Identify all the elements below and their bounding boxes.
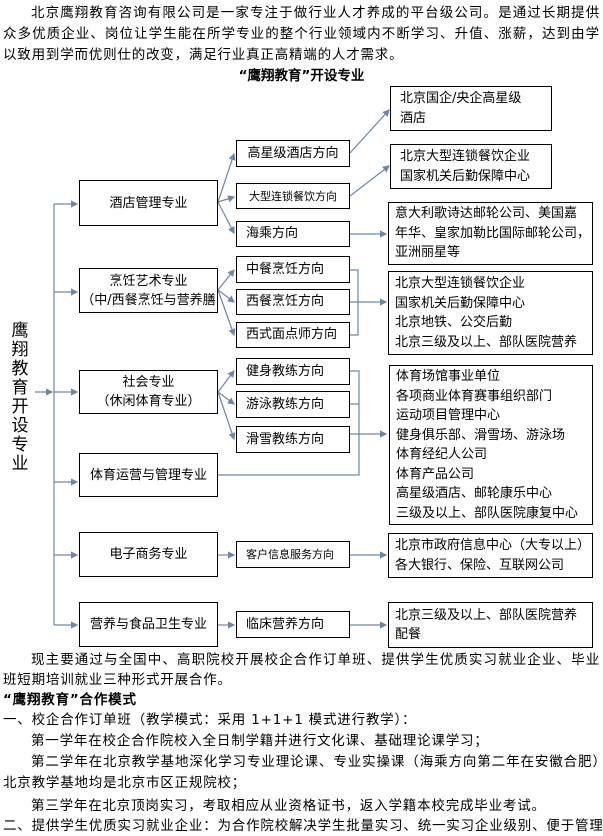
employer-line: 年华、皇家加勒比国际邮轮公司，	[395, 225, 591, 241]
major-label: 电子商务专业	[109, 547, 188, 562]
employer-box: 北京大型连锁餐饮企业国家机关后勤保障中心北京地铁、公交后勤北京三级及以上、部队医…	[388, 271, 593, 355]
major-e-commerce: 电子商务专业	[79, 532, 218, 577]
major-label: 体育运营与管理专业	[89, 467, 207, 483]
direction-box: 滑雪教练方向	[236, 426, 350, 453]
diagram-title: “鹰翔教育”开设专业	[238, 68, 365, 84]
major-sports-management: 体育运营与管理专业	[79, 453, 218, 497]
major-hotel-management: 酒店管理专业	[79, 180, 218, 226]
direction-box: 海乘方向	[236, 221, 350, 247]
employer-line: 配餐	[395, 627, 422, 642]
employer-line: 意大利歌诗达邮轮公司、美国嘉	[395, 206, 578, 222]
diagram-connectors	[35, 109, 390, 629]
major-label: 烹饪艺术专业	[109, 273, 188, 289]
item-1: 一、校企合作订单班（教学模式：采用 1+1+1 模式进行教学）：	[3, 712, 417, 728]
cooperation-heading: “鹰翔教育”合作模式	[3, 692, 137, 708]
direction-box: 西式面点师方向	[236, 322, 350, 348]
employer-line: 北京大型连锁餐饮企业	[395, 276, 526, 291]
direction-box: 健身教练方向	[236, 358, 350, 385]
employer-line: 国家机关后勤保障中心	[395, 295, 526, 311]
major-culinary-arts: 烹饪艺术专业 （中/西餐烹饪与营养膳	[79, 268, 218, 313]
employer-line: 北京国企/央企高星级	[400, 91, 522, 106]
employer-box: 北京大型连锁餐饮企业国家机关后勤保障中心	[390, 144, 552, 189]
direction-box: 临床营养方向	[236, 611, 350, 638]
employer-box: 北京市政府信息中心（大专以上） 各大银行、保险、互联网公司	[388, 533, 593, 578]
employer-line: 各项商业体育赛事组织部门	[396, 388, 553, 404]
employer-line: 体育产品公司	[396, 466, 475, 482]
direction-box: 客户信息服务方向	[236, 541, 350, 568]
employer-line: 北京三级及以上、部队医院营养	[395, 334, 578, 350]
cooperation-paragraph: 现主要通过与全国中、高职院校开展校企合作订单班、提供学生优质实习就业企业、毕业班…	[3, 652, 600, 688]
employer-line: 北京大型连锁餐饮企业	[400, 149, 531, 164]
direction-box: 西餐烹饪方向	[236, 289, 350, 315]
employer-box: 意大利歌诗达邮轮公司、美国嘉年华、皇家加勒比国际邮轮公司， 亚洲丽星等	[388, 202, 593, 265]
employer-line: 国家机关后勤保障中心	[400, 168, 531, 184]
employer-box: 北京三级及以上、部队医院营养配餐	[388, 602, 593, 648]
intro-paragraph: 北京鹰翔教育咨询有限公司是一家专注于做行业人才养成的平台级公司。是通过长期提供众…	[3, 5, 600, 63]
employer-box: 体育场馆事业单位各项商业体育赛事组织部门运动项目管理中心健身俱乐部、滑雪场、游泳…	[389, 365, 593, 525]
employer-line: 各大银行、保险、互联网公司	[395, 557, 565, 573]
employer-line: 体育经纪人公司	[396, 447, 488, 462]
direction-box: 大型连锁餐饮方向	[236, 183, 350, 209]
year-2-text: 第二学年在北京教学基地深化学习专业理论课、专业实操课（海乘方向第二年在安徽合肥）…	[3, 754, 600, 791]
direction-box: 中餐烹饪方向	[236, 256, 350, 283]
major-nutrition-food-hygiene: 营养与食品卫生专业	[79, 602, 218, 647]
major-label: 营养与食品卫生专业	[89, 617, 207, 632]
year-1-text: 第一学年在校企合作院校入全日制学籍并进行文化课、基础理论课学习；	[31, 733, 489, 749]
employer-line: 北京市政府信息中心（大专以上）	[395, 538, 591, 553]
employer-line: 体育场馆事业单位	[396, 369, 501, 384]
major-sublabel: （中/西餐烹饪与营养膳	[81, 292, 216, 308]
major-label: 社会专业	[122, 375, 175, 390]
employer-line: 北京地铁、公交后勤	[395, 315, 513, 330]
root-label: 鹰翔教育开设专业	[11, 321, 29, 474]
major-social-sports: 社会专业 （休闲体育专业）	[79, 370, 218, 414]
employer-line: 亚洲丽星等	[395, 245, 461, 261]
employer-line: 三级及以上、部队医院康复中心	[396, 505, 579, 521]
item-2: 二、提供学生优质实习就业企业：为合作院校解决学生批量实习、统一实习企业级别、便于…	[3, 818, 603, 834]
major-label: 酒店管理专业	[109, 195, 188, 211]
employer-line: 北京三级及以上、部队医院营养	[395, 607, 578, 623]
major-sublabel: （休闲体育专业）	[96, 394, 201, 409]
employer-line: 高星级酒店、邮轮康乐中心	[396, 486, 553, 501]
employer-line: 健身俱乐部、滑雪场、游泳场	[396, 427, 566, 443]
employer-box: 北京国企/央企高星级酒店	[390, 86, 552, 131]
direction-box: 游泳教练方向	[236, 391, 350, 418]
employer-line: 运动项目管理中心	[396, 408, 501, 423]
employer-line: 酒店	[400, 110, 427, 126]
year-3-text: 第三学年在北京顶岗实习，考取相应从业资格证书，返入学籍本校完成毕业考试。	[31, 798, 546, 814]
direction-box: 高星级酒店方向	[236, 140, 350, 167]
